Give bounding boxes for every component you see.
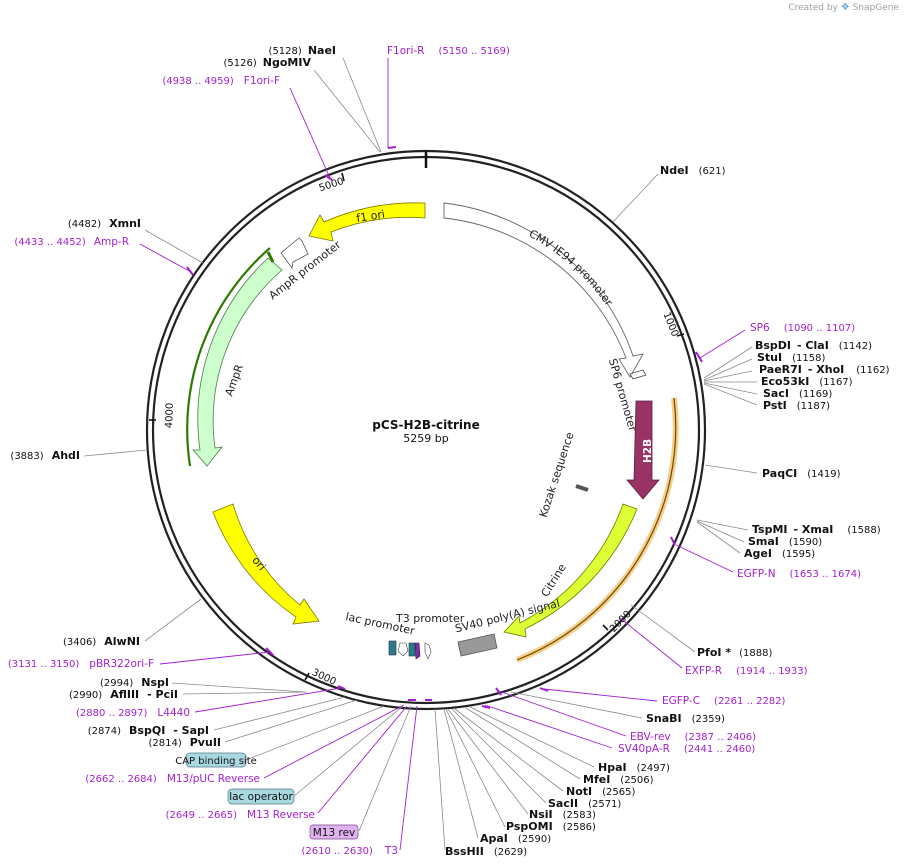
kozak-sequence-mark[interactable] [575, 484, 589, 492]
primer-ebv-rev[interactable]: EBV-rev(2387 .. 2406) [630, 731, 756, 743]
cmv-promoter-label: CMV IE94 promoter [527, 227, 616, 309]
primer-l4440[interactable]: (2880 .. 2897)L4440 [76, 707, 190, 719]
primer-m13-reverse[interactable]: (2649 .. 2665)M13 Reverse [166, 809, 315, 821]
plasmid-name: pCS-H2B-citrine [372, 418, 479, 432]
backbone [145, 149, 707, 711]
ampr-promoter-arrow[interactable] [280, 237, 309, 270]
site-tspmi-xmai[interactable]: TspMI- XmaI(1588) [752, 523, 881, 536]
primer-f1ori-f[interactable]: (4938 .. 4959)F1ori-F [162, 75, 280, 87]
site-mfei[interactable]: MfeI(2506) [583, 773, 654, 786]
citrine-arrow[interactable] [503, 503, 638, 638]
m13-rev-box[interactable] [309, 824, 359, 840]
site-nsii[interactable]: NsiI(2583) [529, 808, 596, 821]
created-by-text: Created by [788, 3, 838, 13]
snapgene-badge: Created by ❖ SnapGene [788, 2, 899, 13]
site-ngomiv[interactable]: (5126)NgoMIV [224, 56, 312, 69]
left-leaders [83, 57, 418, 851]
primer-egfp-n[interactable]: EGFP-N(1653 .. 1674) [737, 568, 861, 580]
lac-operator-block[interactable] [408, 642, 416, 657]
lac-promoter-arrow[interactable] [397, 642, 409, 657]
primer-exfp-r[interactable]: EXFP-R(1914 .. 1933) [685, 665, 808, 677]
m13-rev-label: M13 rev [313, 827, 356, 839]
snapgene-logo-icon: ❖ [840, 2, 850, 13]
site-smai[interactable]: SmaI(1590) [748, 535, 822, 548]
site-bspqi-sapi[interactable]: (2874)BspQI- SapI [88, 724, 209, 737]
site-pfoi[interactable]: PfoI *(1888) [697, 646, 772, 659]
site-xmni[interactable]: (4482)XmnI [68, 217, 141, 230]
site-naei[interactable]: (5128)NaeI [269, 44, 336, 57]
site-nspi[interactable]: (2994)NspI [100, 676, 169, 689]
cap-binding-block[interactable] [388, 640, 397, 656]
citrine-highlight-line [516, 397, 677, 661]
sp6-promoter-arrow[interactable] [629, 369, 647, 380]
right-labels: NdeI(621) SP6(1090 .. 1107) BspDI- ClaI(… [445, 164, 890, 858]
site-agei[interactable]: AgeI(1595) [744, 547, 815, 560]
cap-binding-site-label: CAP binding site [175, 756, 257, 767]
cmv-promoter-arrow[interactable] [443, 202, 644, 378]
f1-ori-arrow[interactable] [308, 202, 426, 242]
site-snabi[interactable]: SnaBI(2359) [646, 712, 725, 725]
primer-t3[interactable]: (2610 .. 2630)T3 [301, 845, 398, 857]
site-afliii-pcii[interactable]: (2990)AflIII- PciI [69, 688, 178, 701]
tick-4000: 4000 [164, 403, 176, 429]
site-stui[interactable]: StuI(1158) [757, 351, 825, 364]
t3-promoter-arrow[interactable] [424, 642, 432, 660]
site-saci[interactable]: SacI(1169) [763, 387, 832, 400]
left-labels: (5128)NaeI (5126)NgoMIV F1ori-R(5150 .. … [8, 44, 510, 857]
lac-operator-box[interactable] [227, 788, 295, 805]
site-psti[interactable]: PstI(1187) [763, 399, 830, 412]
m13-rev-block[interactable] [414, 642, 421, 660]
primer-egfp-c[interactable]: EGFP-C(2261 .. 2282) [662, 695, 786, 707]
site-alwni[interactable]: (3406)AlwNI [63, 635, 140, 648]
brand-text: SnapGene [852, 3, 899, 13]
primer-pbr322ori-f[interactable]: (3131 .. 3150)pBR322ori-F [8, 658, 154, 670]
site-eco53ki[interactable]: Eco53kI(1167) [761, 375, 853, 388]
ori-arrow[interactable] [212, 503, 320, 625]
site-noti[interactable]: NotI(2565) [566, 785, 635, 798]
h2b-arrow[interactable] [626, 400, 660, 500]
lac-operator-label: lac operator [229, 791, 293, 803]
ampr-highlight [186, 247, 271, 467]
site-ndei[interactable]: NdeI(621) [660, 164, 726, 177]
site-bsshii[interactable]: BssHII(2629) [445, 845, 527, 858]
cap-binding-site-box[interactable] [185, 752, 247, 768]
site-paer7i-xhoi[interactable]: PaeR7I- XhoI(1162) [759, 363, 890, 376]
site-pvuii[interactable]: (2814)PvuII [148, 736, 221, 749]
primer-sv40pa-r[interactable]: SV40pA-R(2441 .. 2460) [618, 743, 755, 755]
site-apai[interactable]: ApaI(2590) [480, 832, 551, 845]
ampr-highlight-start [266, 251, 275, 263]
plasmid-length: 5259 bp [403, 432, 448, 445]
site-sacii[interactable]: SacII(2571) [548, 797, 621, 810]
tick-1000: 1000 [660, 311, 680, 339]
ampr-label: AmpR [222, 362, 246, 398]
h2b-label: H2B [642, 439, 654, 463]
sv40-polya-block[interactable] [457, 633, 498, 657]
primer-amp-r[interactable]: (4433 .. 4452)Amp-R [14, 236, 129, 248]
site-bspdi-clai[interactable]: BspDI- ClaI(1142) [755, 339, 872, 352]
primer-m13-puc-reverse[interactable]: (2662 .. 2684)M13/pUC Reverse [85, 773, 260, 785]
site-pspomi[interactable]: PspOMI(2586) [506, 820, 596, 833]
ampr-arrow[interactable] [192, 257, 283, 467]
site-hpai[interactable]: HpaI(2497) [598, 761, 670, 774]
right-leaders [425, 173, 758, 851]
site-ahdi[interactable]: (3883)AhdI [10, 449, 80, 462]
primer-f1ori-r[interactable]: F1ori-R(5150 .. 5169) [387, 45, 510, 57]
primer-sp6[interactable]: SP6(1090 .. 1107) [750, 322, 855, 334]
t3-promoter-label: T3 promoter [395, 612, 465, 625]
kozak-sequence-label: Kozak sequence [537, 430, 577, 519]
site-paqci[interactable]: PaqCI(1419) [762, 467, 841, 480]
backbone-outer-ring [145, 149, 707, 711]
f1-ori-label: f1 ori [355, 208, 385, 225]
